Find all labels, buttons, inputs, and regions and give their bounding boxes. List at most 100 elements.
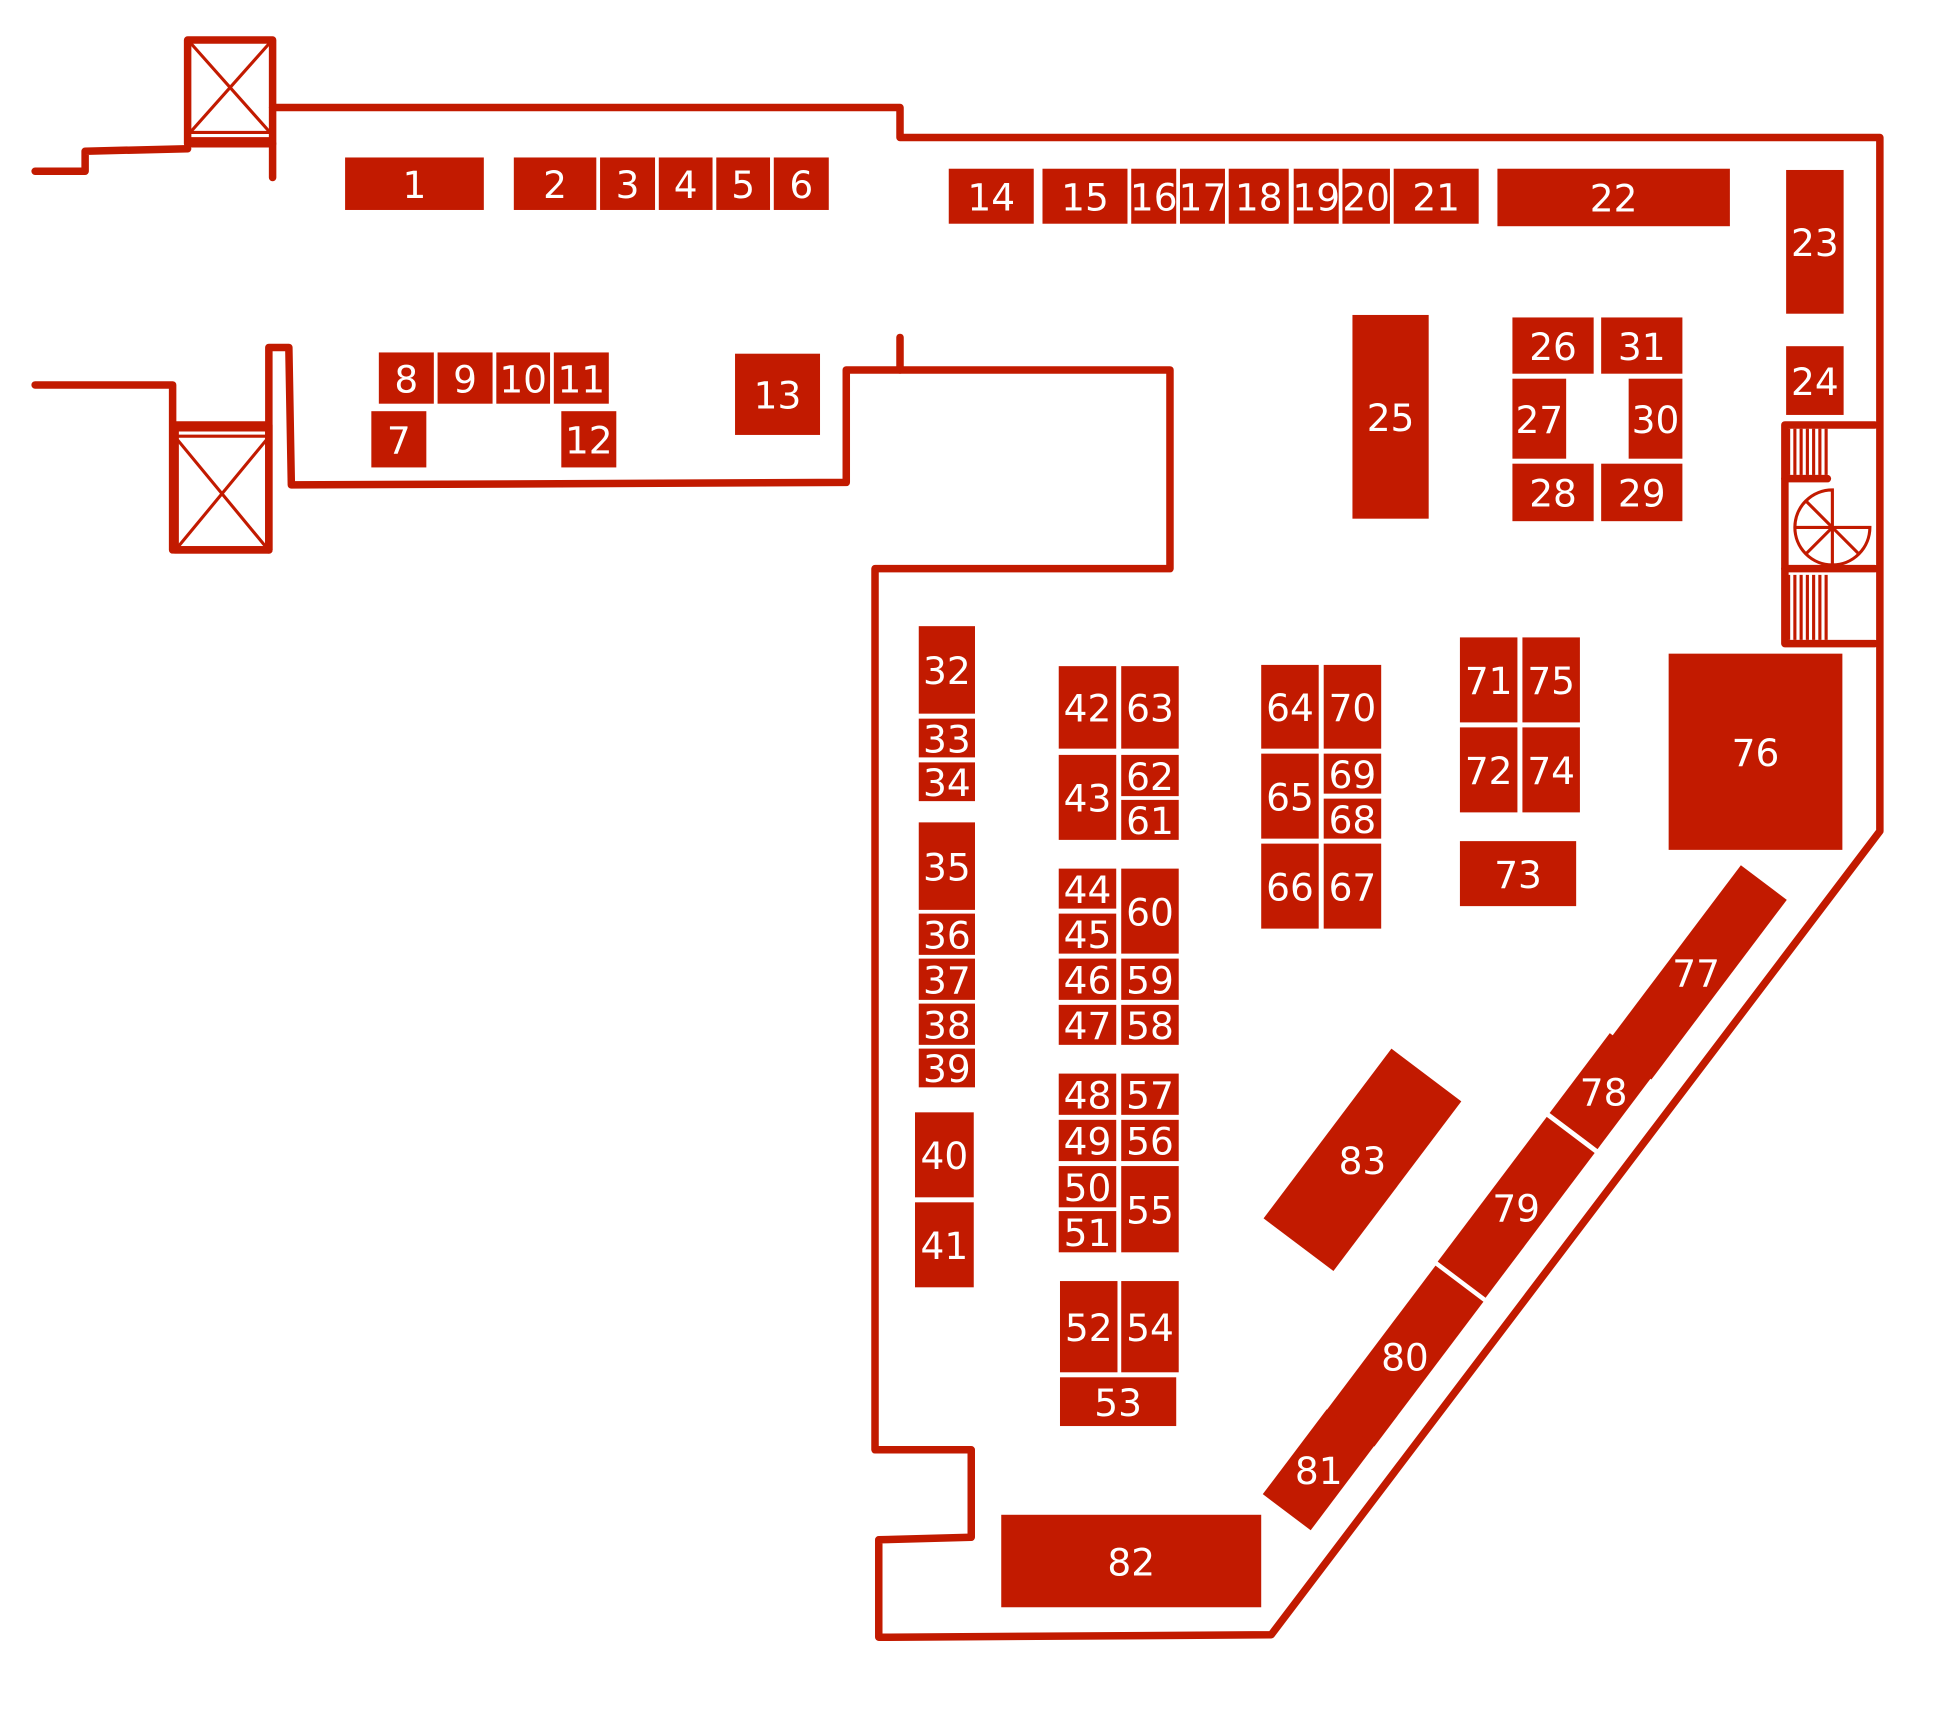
booth-shape [1179,168,1225,224]
booth-56[interactable]: 56 [1121,1120,1179,1164]
booth-53[interactable]: 53 [1059,1377,1177,1427]
booth-7[interactable]: 7 [371,411,427,468]
booth-79[interactable]: 79 [1437,1116,1595,1298]
booth-61[interactable]: 61 [1121,799,1179,843]
booth-16[interactable]: 16 [1130,168,1178,224]
booth-50[interactable]: 50 [1058,1166,1117,1210]
booth-18[interactable]: 18 [1228,168,1289,224]
booth-label: 31 [1618,325,1666,369]
outer-wall [31,144,192,175]
booth-34[interactable]: 34 [918,761,975,805]
booth-65[interactable]: 65 [1261,753,1319,839]
booth-76[interactable]: 76 [1668,653,1843,850]
booth-label: 48 [1064,1073,1112,1117]
booth-72[interactable]: 72 [1459,727,1518,813]
booth-55[interactable]: 55 [1121,1166,1179,1253]
booth-49[interactable]: 49 [1058,1120,1117,1164]
booth-71[interactable]: 71 [1459,637,1518,723]
booth-81[interactable]: 81 [1262,1409,1375,1531]
booth-37[interactable]: 37 [918,958,975,1002]
booth-74[interactable]: 74 [1522,727,1580,813]
booth-label: 19 [1292,175,1340,219]
booth-shape [1323,753,1382,794]
booth-29[interactable]: 29 [1601,463,1683,522]
booth-46[interactable]: 46 [1058,958,1117,1002]
booth-22[interactable]: 22 [1497,168,1730,227]
booth-67[interactable]: 67 [1323,843,1382,929]
booth-59[interactable]: 59 [1121,958,1179,1002]
booth-shape [1121,958,1179,1000]
booth-label: 5 [731,163,755,207]
booth-77[interactable]: 77 [1605,865,1787,1080]
booth-82[interactable]: 82 [1001,1514,1262,1608]
booth-10[interactable]: 10 [496,352,551,404]
booth-19[interactable]: 19 [1292,168,1340,224]
booth-31[interactable]: 31 [1601,317,1683,374]
booth-21[interactable]: 21 [1393,168,1479,224]
booth-44[interactable]: 44 [1058,868,1117,912]
booth-62[interactable]: 62 [1121,755,1179,799]
booth-20[interactable]: 20 [1342,168,1390,224]
booth-13[interactable]: 13 [735,353,821,435]
booth-9[interactable]: 9 [437,352,493,404]
booth-8[interactable]: 8 [378,352,434,404]
booth-23[interactable]: 23 [1786,169,1844,314]
booth-45[interactable]: 45 [1058,913,1117,957]
booth-66[interactable]: 66 [1261,843,1319,929]
booth-11[interactable]: 11 [553,352,609,404]
booth-5[interactable]: 5 [716,157,771,210]
booth-63[interactable]: 63 [1121,666,1179,749]
booth-68[interactable]: 68 [1323,798,1382,842]
booth-label: 54 [1126,1306,1174,1350]
booth-15[interactable]: 15 [1042,168,1128,224]
booth-6[interactable]: 6 [773,157,829,210]
booth-57[interactable]: 57 [1121,1073,1179,1117]
booth-2[interactable]: 2 [513,157,597,210]
booth-41[interactable]: 41 [915,1202,974,1288]
booth-27[interactable]: 27 [1512,378,1567,459]
booth-shape [1393,168,1479,224]
booth-39[interactable]: 39 [918,1047,975,1091]
booth-70[interactable]: 70 [1323,664,1382,749]
booth-35[interactable]: 35 [918,822,975,910]
booth-52[interactable]: 52 [1059,1281,1118,1373]
booth-26[interactable]: 26 [1512,317,1594,374]
booth-80[interactable]: 80 [1326,1265,1484,1447]
booth-43[interactable]: 43 [1058,754,1117,840]
booth-14[interactable]: 14 [948,168,1034,224]
booth-label: 35 [923,845,971,889]
booth-83[interactable]: 83 [1263,1048,1462,1271]
booth-60[interactable]: 60 [1121,868,1179,954]
booth-78[interactable]: 78 [1549,1033,1658,1150]
booth-24[interactable]: 24 [1786,346,1844,415]
booth-32[interactable]: 32 [918,626,975,714]
booth-shape [1058,666,1117,749]
booth-75[interactable]: 75 [1522,637,1580,723]
booth-54[interactable]: 54 [1121,1281,1179,1373]
booth-36[interactable]: 36 [918,913,975,957]
booth-1[interactable]: 1 [345,157,484,210]
booth-12[interactable]: 12 [561,411,617,468]
booth-48[interactable]: 48 [1058,1073,1117,1117]
booth-42[interactable]: 42 [1058,666,1117,749]
booth-25[interactable]: 25 [1352,314,1429,519]
booth-64[interactable]: 64 [1261,664,1319,749]
booth-38[interactable]: 38 [918,1003,975,1047]
booth-4[interactable]: 4 [658,157,713,210]
booth-40[interactable]: 40 [915,1112,974,1198]
booth-17[interactable]: 17 [1179,168,1227,224]
booth-47[interactable]: 47 [1058,1004,1117,1048]
booth-28[interactable]: 28 [1512,463,1594,522]
booth-3[interactable]: 3 [600,157,656,210]
booth-51[interactable]: 51 [1058,1211,1117,1255]
booth-69[interactable]: 69 [1323,753,1382,797]
booth-30[interactable]: 30 [1628,378,1683,459]
booth-label: 71 [1465,659,1513,703]
booth-33[interactable]: 33 [918,717,975,761]
booth-58[interactable]: 58 [1121,1004,1179,1048]
booth-73[interactable]: 73 [1459,841,1577,907]
booth-shape [1121,1166,1179,1253]
booth-label: 78 [1580,1070,1628,1114]
booth-shape [918,1048,975,1088]
booth-shape [1058,913,1117,954]
